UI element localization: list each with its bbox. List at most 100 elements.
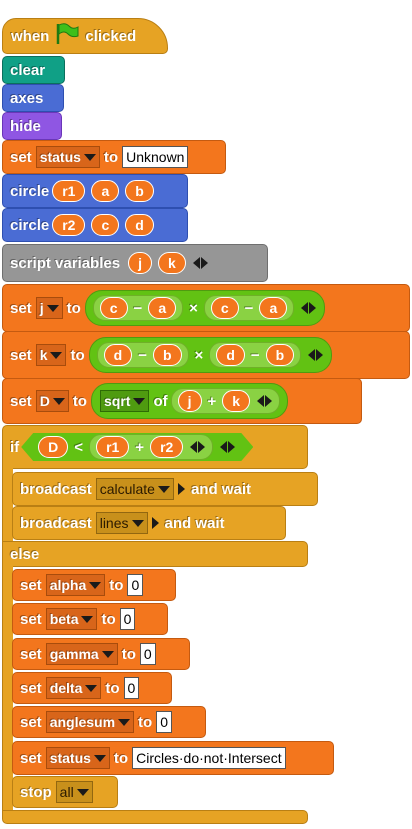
variable-b[interactable]: b bbox=[152, 344, 182, 366]
set-alpha-block[interactable]: set alpha to 0 bbox=[12, 569, 176, 601]
variable-dropdown[interactable]: anglesum bbox=[45, 711, 135, 733]
message-dropdown[interactable]: lines bbox=[95, 512, 148, 534]
value-input[interactable]: 0 bbox=[156, 711, 173, 733]
value-input[interactable]: 0 bbox=[127, 574, 144, 596]
variable-dropdown[interactable]: k bbox=[35, 344, 67, 366]
variable-dropdown[interactable]: status bbox=[45, 747, 110, 769]
set-label: set bbox=[20, 576, 42, 594]
variable-dropdown[interactable]: alpha bbox=[45, 574, 106, 596]
set-beta-block[interactable]: set beta to 0 bbox=[12, 603, 168, 635]
when-label: when bbox=[11, 27, 50, 45]
radius-arg[interactable]: r1 bbox=[52, 180, 86, 202]
else-arm bbox=[2, 566, 13, 812]
variable-c[interactable]: c bbox=[99, 297, 128, 319]
clear-block[interactable]: clear bbox=[2, 56, 65, 84]
x-arg[interactable]: c bbox=[91, 214, 120, 236]
circle-block[interactable]: circle r1 a b bbox=[2, 174, 188, 208]
broadcast-label: broadcast bbox=[20, 514, 92, 532]
expand-arrows-icon[interactable] bbox=[257, 395, 273, 407]
if-else-block[interactable]: if D < r1 + r2 bbox=[2, 425, 308, 469]
axes-block[interactable]: axes bbox=[2, 84, 64, 112]
variable-k[interactable]: k bbox=[222, 390, 251, 412]
variable-dropdown[interactable]: D bbox=[35, 390, 69, 412]
less-than-predicate[interactable]: D < r1 + r2 bbox=[21, 433, 253, 461]
hide-block[interactable]: hide bbox=[2, 112, 62, 140]
minus-reporter[interactable]: c − a bbox=[203, 295, 295, 321]
if-else-bottom bbox=[2, 810, 308, 824]
expand-arrow-icon[interactable] bbox=[151, 517, 159, 529]
variable-j[interactable]: j bbox=[177, 390, 202, 412]
set-status-block[interactable]: set status to Unknown bbox=[2, 140, 226, 174]
times-reporter[interactable]: c − a × c − a bbox=[84, 290, 326, 326]
to-label: to bbox=[138, 713, 153, 731]
plus-operator: + bbox=[135, 438, 145, 456]
radius-arg[interactable]: r2 bbox=[52, 214, 86, 236]
variable-r2[interactable]: r2 bbox=[150, 436, 183, 458]
expand-arrows-icon[interactable] bbox=[308, 349, 324, 361]
set-k-block[interactable]: set k to d − b × d − b bbox=[2, 331, 410, 379]
set-anglesum-block[interactable]: set anglesum to 0 bbox=[12, 706, 206, 738]
value-input[interactable]: 0 bbox=[119, 608, 136, 630]
expand-arrows-icon[interactable] bbox=[220, 441, 235, 453]
circle-label: circle bbox=[10, 216, 50, 234]
variable-c[interactable]: c bbox=[210, 297, 239, 319]
set-j-block[interactable]: set j to c − a × c − a bbox=[2, 284, 410, 332]
variable-dropdown[interactable]: gamma bbox=[45, 643, 118, 665]
set-delta-block[interactable]: set delta to 0 bbox=[12, 672, 172, 704]
script-variables-block[interactable]: script variables j k bbox=[2, 244, 268, 282]
minus-reporter[interactable]: c − a bbox=[92, 295, 184, 321]
variable-name: anglesum bbox=[49, 714, 116, 730]
times-reporter[interactable]: d − b × d − b bbox=[88, 337, 333, 373]
stop-block[interactable]: stop all bbox=[12, 776, 118, 808]
y-arg[interactable]: b bbox=[125, 180, 154, 202]
dropdown-arrow-icon bbox=[118, 718, 131, 726]
else-label: else bbox=[10, 545, 40, 563]
variable-name: D bbox=[39, 393, 50, 409]
set-status-block[interactable]: set status to Circles·do·not·Intersect bbox=[12, 741, 334, 775]
value-input[interactable]: Unknown bbox=[122, 146, 189, 168]
variable-D[interactable]: D bbox=[38, 436, 68, 458]
stop-option-dropdown[interactable]: all bbox=[55, 781, 93, 803]
variable-b[interactable]: b bbox=[265, 344, 295, 366]
function-dropdown[interactable]: sqrt bbox=[99, 390, 150, 412]
variable-d[interactable]: d bbox=[216, 344, 245, 366]
variable-a[interactable]: a bbox=[259, 297, 288, 319]
message-dropdown[interactable]: calculate bbox=[95, 478, 174, 500]
expand-arrows-icon[interactable] bbox=[301, 302, 317, 314]
broadcast-label: broadcast bbox=[20, 480, 92, 498]
value-input[interactable]: 0 bbox=[123, 677, 140, 699]
variable-dropdown[interactable]: status bbox=[35, 146, 100, 168]
variable-dropdown[interactable]: j bbox=[35, 297, 63, 319]
variable-name: delta bbox=[49, 680, 83, 696]
broadcast-and-wait-block[interactable]: broadcast calculate and wait bbox=[12, 472, 318, 506]
expand-arrow-icon[interactable] bbox=[177, 483, 185, 495]
when-flag-clicked-block[interactable]: when clicked bbox=[2, 18, 168, 54]
set-D-block[interactable]: set D to sqrt of j + k bbox=[2, 378, 362, 424]
variable-d[interactable]: d bbox=[103, 344, 133, 366]
plus-reporter[interactable]: r1 + r2 bbox=[89, 434, 213, 460]
if-label: if bbox=[10, 438, 20, 456]
minus-reporter[interactable]: d − b bbox=[209, 342, 302, 368]
expand-arrows-icon[interactable] bbox=[190, 441, 205, 453]
variable-r1[interactable]: r1 bbox=[96, 436, 129, 458]
variable-dropdown[interactable]: delta bbox=[45, 677, 102, 699]
circle-block[interactable]: circle r2 c d bbox=[2, 208, 188, 242]
circle-label: circle bbox=[10, 182, 50, 200]
script-variable-j[interactable]: j bbox=[128, 252, 152, 274]
minus-operator: − bbox=[138, 346, 147, 364]
and-wait-label: and wait bbox=[190, 480, 251, 498]
plus-reporter[interactable]: j + k bbox=[170, 388, 281, 414]
variable-a[interactable]: a bbox=[148, 297, 177, 319]
x-arg[interactable]: a bbox=[91, 180, 120, 202]
script-variable-k[interactable]: k bbox=[157, 252, 186, 274]
sqrt-of-reporter[interactable]: sqrt of j + k bbox=[90, 383, 289, 419]
broadcast-and-wait-block[interactable]: broadcast lines and wait bbox=[12, 506, 286, 540]
set-gamma-block[interactable]: set gamma to 0 bbox=[12, 638, 190, 670]
value-input[interactable]: Circles·do·not·Intersect bbox=[132, 747, 286, 769]
variable-dropdown[interactable]: beta bbox=[45, 608, 98, 630]
set-label: set bbox=[10, 346, 32, 364]
expand-arrows-icon[interactable] bbox=[192, 257, 208, 269]
y-arg[interactable]: d bbox=[125, 214, 154, 236]
minus-reporter[interactable]: d − b bbox=[96, 342, 189, 368]
value-input[interactable]: 0 bbox=[139, 643, 156, 665]
